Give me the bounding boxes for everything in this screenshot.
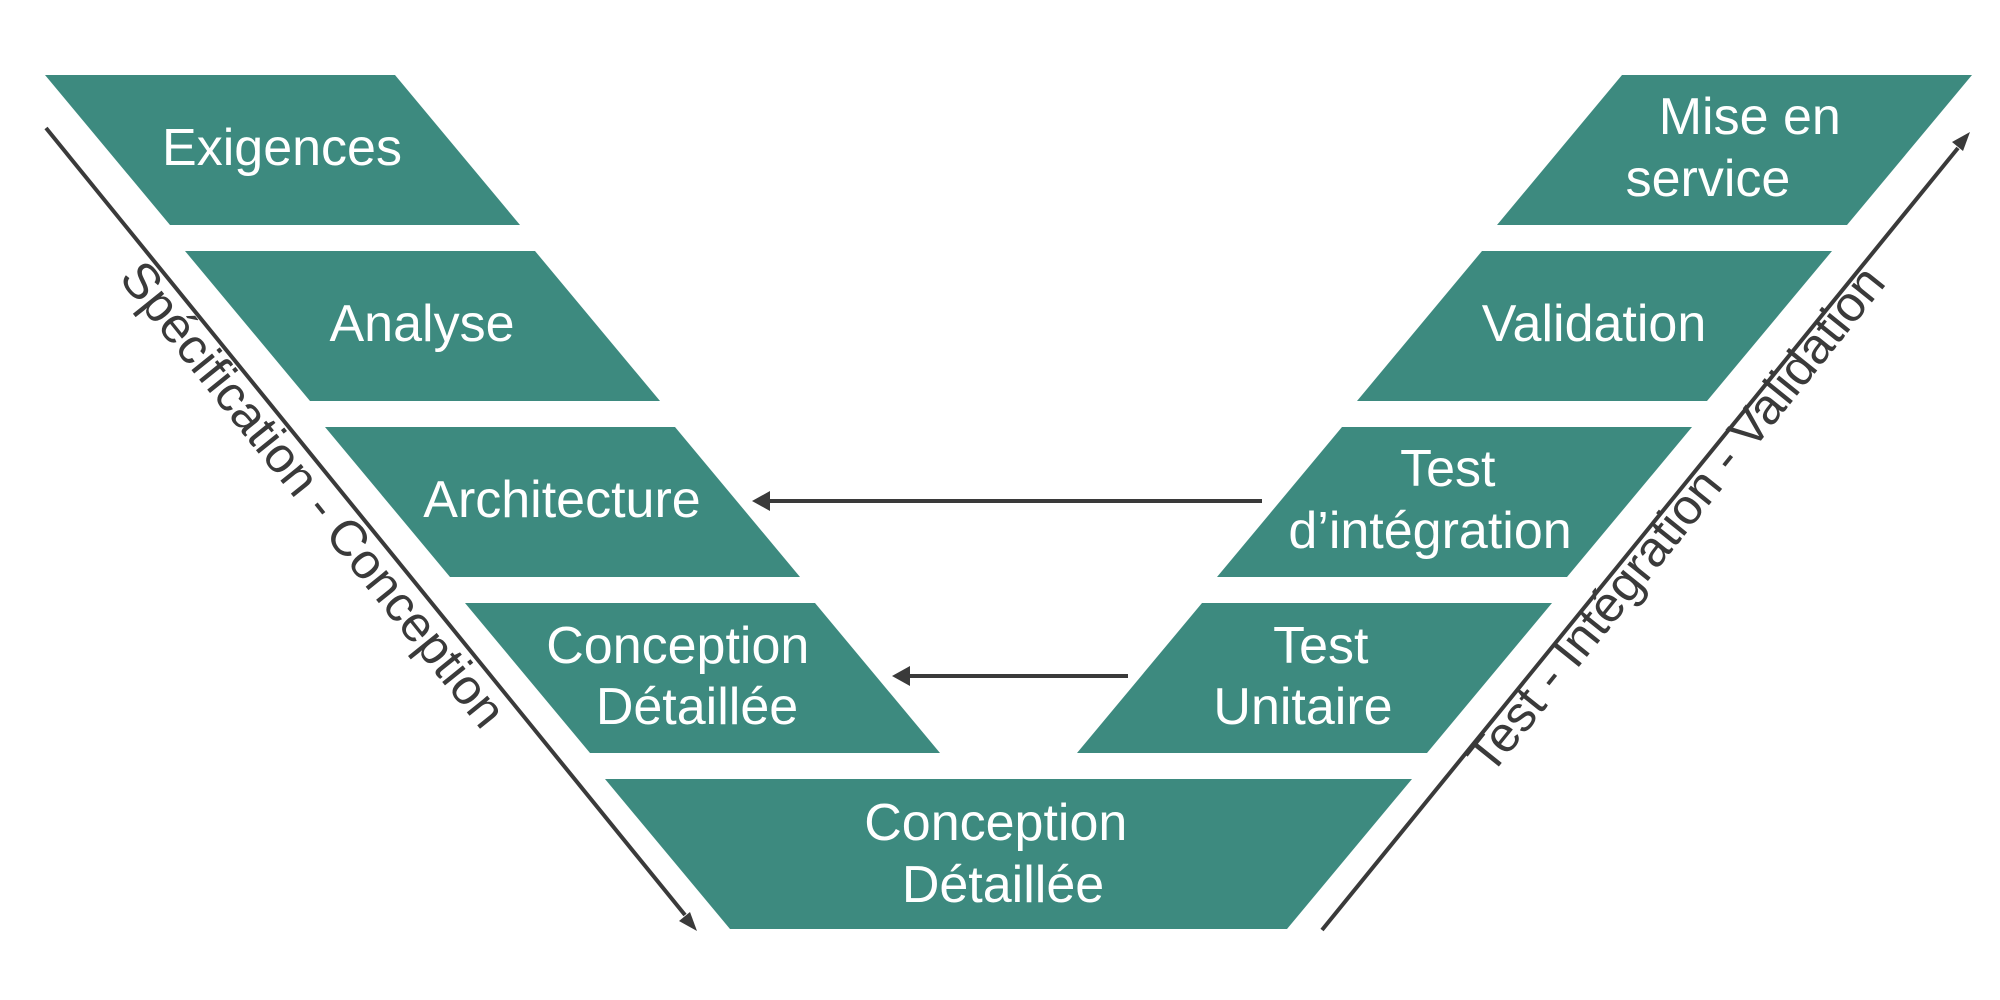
right-box-test-unitaire-line-1: Test	[1273, 617, 1369, 675]
left-box-architecture-text: Architecture	[423, 471, 700, 529]
right-diagonal-arrowhead	[1952, 132, 1970, 151]
right-box-mise-en-service-line-2: service	[1626, 150, 1791, 208]
bottom-box-line-2: Détaillée	[902, 856, 1104, 914]
left-box-exigences-line-1: Exigences	[162, 119, 402, 177]
right-box-test-integration-line-1: Test	[1400, 440, 1496, 498]
right-box-test-integration: Test d’intégration	[1217, 427, 1692, 577]
left-box-exigences: Exigences	[45, 75, 520, 225]
right-box-test-unitaire-text: Test Unitaire	[1213, 617, 1392, 736]
left-box-conception-detaillee: Conception Détaillée	[465, 603, 940, 753]
integration-to-architecture-arrowhead	[752, 491, 770, 511]
right-box-test-unitaire: Test Unitaire	[1077, 603, 1552, 753]
left-box-conception-detaillee-line-2: Détaillée	[596, 678, 798, 736]
right-box-mise-en-service-line-1: Mise en	[1659, 88, 1841, 146]
left-box-conception-detaillee-text: Conception Détaillée	[546, 617, 824, 736]
right-box-test-integration-text: Test d’intégration	[1288, 440, 1571, 560]
left-box-analyse: Analyse	[185, 251, 660, 401]
right-box-test-unitaire-line-2: Unitaire	[1213, 678, 1392, 736]
left-diagonal-arrow-line	[44, 126, 687, 917]
left-box-exigences-text: Exigences	[162, 119, 402, 177]
left-box-analyse-line-1: Analyse	[330, 295, 515, 353]
left-box-architecture-line-1: Architecture	[423, 471, 700, 529]
bottom-box-text: Conception Détaillée	[864, 794, 1142, 914]
right-box-validation-text: Validation	[1482, 295, 1707, 353]
left-box-analyse-text: Analyse	[330, 295, 515, 353]
left-box-conception-detaillee-line-1: Conception	[546, 617, 809, 675]
bottom-box-conception-detaillee: Conception Détaillée	[605, 779, 1412, 929]
left-diagonal-arrowhead	[679, 912, 697, 931]
right-box-validation-line-1: Validation	[1482, 295, 1707, 353]
right-box-validation: Validation	[1357, 251, 1832, 401]
unitaire-to-conception-arrowhead	[892, 666, 910, 686]
right-diagonal-arrow-line	[1320, 146, 1960, 932]
right-box-mise-en-service-text: Mise en service	[1626, 88, 1856, 208]
left-box-architecture: Architecture	[325, 427, 800, 577]
bottom-box-line-1: Conception	[864, 794, 1127, 852]
right-box-test-integration-line-2: d’intégration	[1288, 502, 1571, 560]
right-box-mise-en-service: Mise en service	[1497, 75, 1972, 225]
